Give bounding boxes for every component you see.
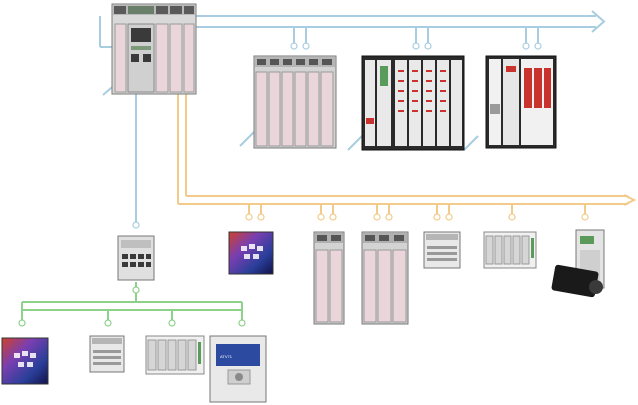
hmi-panel-low [1,337,49,385]
io-rack-red [485,55,557,149]
upper-bus [99,10,606,151]
variable-speed-drive: ATV71 [209,335,267,403]
lower-bus-connectors [18,286,246,327]
io-rack-gray [253,55,337,149]
compact-io-low [89,335,125,373]
ethernet-drop-line [132,92,140,229]
io-module-tall-a [313,231,345,325]
distributed-io-low [145,335,205,375]
lower-bus [21,282,243,320]
servo-motor [551,264,603,298]
ethernet-switch [117,235,155,281]
hmi-panel-mid [228,231,274,275]
main-plc-rack [111,3,197,95]
io-rack-green [361,55,465,151]
middle-bus [177,92,637,214]
distributed-io-mid [483,231,537,269]
middle-bus-connectors [245,213,589,221]
io-module-tall-b [361,231,409,325]
drive-brand-label: ATV71 [220,354,233,359]
compact-io-mid [423,231,461,269]
